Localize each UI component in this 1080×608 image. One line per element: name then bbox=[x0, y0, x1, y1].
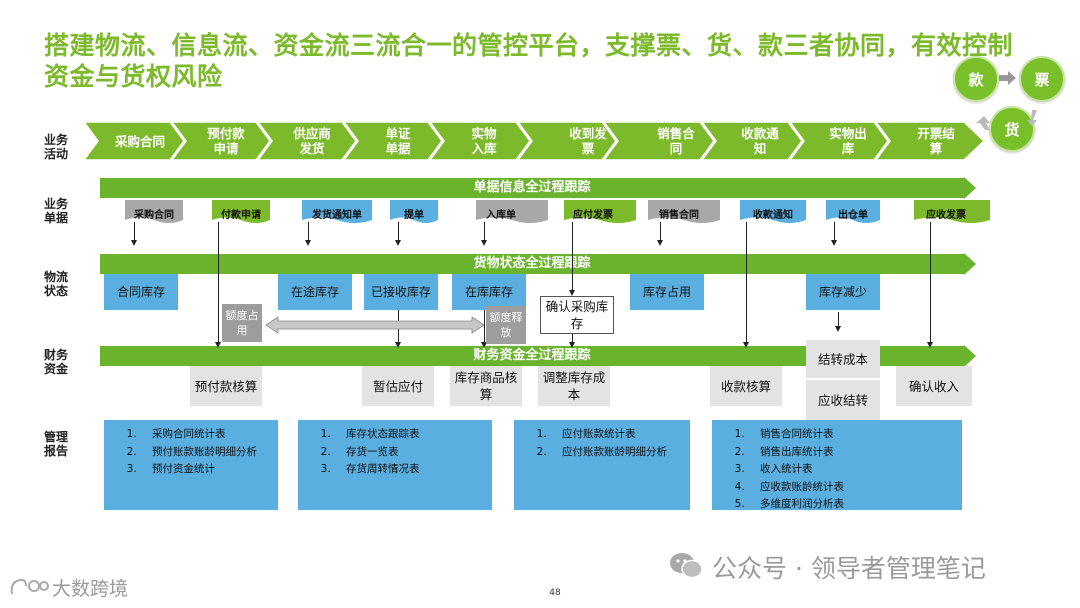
double-arrow-icon bbox=[266, 316, 484, 334]
docs-tracking-label: 单据信息全过程跟踪 bbox=[473, 180, 591, 195]
payment-circle: 款 bbox=[953, 56, 999, 102]
chevron-5 bbox=[429, 122, 531, 160]
report-item: 销售出库统计表 bbox=[748, 444, 958, 462]
chevron-6 bbox=[517, 122, 617, 160]
finance-inventory-accounting: 库存商品核算 bbox=[450, 366, 522, 406]
chevron-label-4: 单证单据 bbox=[385, 126, 411, 156]
chevron-1 bbox=[84, 122, 185, 160]
document-warehouse-receipt: 入库单 bbox=[476, 200, 548, 226]
finance-adjust-inventory-cost: 调整库存成本 bbox=[538, 366, 610, 406]
quota-occupy-box: 额度占用 bbox=[222, 304, 262, 342]
watermark-wechat-account: 公众号 · 领导者管理笔记 bbox=[712, 554, 986, 583]
watermark-brand: 大数跨境 bbox=[52, 578, 129, 600]
finance-prepayment-accounting: 预付款核算 bbox=[190, 366, 262, 406]
report-item: 预付资金统计 bbox=[140, 461, 274, 479]
wechat-icon bbox=[670, 553, 703, 579]
document-payment-request: 付款申请 bbox=[212, 200, 270, 226]
docs-tracking-band: 单据信息全过程跟踪 bbox=[100, 178, 964, 198]
row-label-docs: 业务单据 bbox=[44, 197, 69, 225]
row-label-finance: 财务资金 bbox=[44, 348, 69, 376]
activity-chevron-row bbox=[84, 122, 986, 160]
document-shipping-notice: 发货通知单 bbox=[302, 200, 372, 226]
chevron-10 bbox=[875, 122, 986, 160]
report-item: 应收款账龄统计表 bbox=[748, 479, 958, 497]
report-item: 存货周转情况表 bbox=[334, 461, 488, 479]
ticket-circle: 票 bbox=[1019, 56, 1065, 102]
document-bill-of-lading: 提单 bbox=[390, 200, 438, 226]
chevron-2 bbox=[171, 122, 271, 160]
page-number: 48 bbox=[549, 588, 561, 598]
logistics-in-warehouse-stock: 在库库存 bbox=[452, 274, 526, 310]
finance-estimated-payable: 暂估应付 bbox=[362, 366, 434, 406]
logistics-in-transit-stock: 在途库存 bbox=[278, 274, 352, 310]
report-box-purchase: 采购合同统计表 预付账款账龄明细分析 预付资金统计 bbox=[104, 420, 278, 510]
report-item: 收入统计表 bbox=[748, 461, 958, 479]
chevron-label-3: 供应商发货 bbox=[293, 126, 331, 156]
confirm-purchase-stock-box: 确认采购库存 bbox=[540, 296, 614, 334]
chevron-label-5: 实物入库 bbox=[471, 126, 497, 156]
report-box-payable: 应付账款统计表 应付账款账龄明细分析 bbox=[514, 420, 690, 510]
document-sales-contract: 销售合同 bbox=[648, 200, 720, 226]
chevron-label-2: 预付款申请 bbox=[207, 126, 245, 156]
report-item: 采购合同统计表 bbox=[140, 426, 274, 444]
row-label-activity: 业务活动 bbox=[44, 133, 69, 161]
report-box-sales: 销售合同统计表 销售出库统计表 收入统计表 应收款账龄统计表 多维度利润分析表 bbox=[712, 420, 962, 510]
row-label-logistics: 物流状态 bbox=[44, 270, 69, 298]
page-title: 搭建物流、信息流、资金流三流合一的管控平台，支撑票、货、款三者协同，有效控制资金… bbox=[44, 31, 1014, 91]
chevron-9 bbox=[789, 122, 889, 160]
logistics-received-stock: 已接收库存 bbox=[364, 274, 438, 310]
cycle-arrows-icon bbox=[976, 71, 1037, 130]
report-item: 销售合同统计表 bbox=[748, 426, 958, 444]
report-item: 存货一览表 bbox=[334, 444, 488, 462]
chevron-label-9: 实物出库 bbox=[829, 126, 867, 156]
logistics-stock-decrease: 库存减少 bbox=[806, 274, 880, 310]
chevron-label-6: 收到发票 bbox=[569, 126, 607, 156]
chevron-3 bbox=[257, 122, 357, 160]
document-purchase-contract: 采购合同 bbox=[125, 200, 183, 226]
chevron-7 bbox=[603, 122, 715, 160]
chevron-label-1: 采购合同 bbox=[114, 133, 165, 149]
brand-logo-icon bbox=[10, 578, 49, 595]
quota-release-box: 额度释放 bbox=[486, 306, 526, 344]
document-outbound-order: 出仓单 bbox=[826, 200, 880, 226]
docs-band-arrowhead bbox=[964, 177, 976, 199]
report-item: 预付账款账龄明细分析 bbox=[140, 444, 274, 462]
report-item: 库存状态跟踪表 bbox=[334, 426, 488, 444]
finance-band-arrowhead bbox=[964, 345, 976, 367]
finance-receipt-accounting: 收款核算 bbox=[710, 366, 782, 406]
logistics-tracking-band: 货物状态全过程跟踪 bbox=[100, 254, 964, 274]
chevron-8 bbox=[701, 122, 803, 160]
finance-tracking-band: 财务资金全过程跟踪 bbox=[100, 346, 964, 366]
logistics-contract-stock: 合同库存 bbox=[104, 274, 178, 310]
document-receipt-notice: 收款通知 bbox=[740, 200, 806, 226]
logistics-tracking-label: 货物状态全过程跟踪 bbox=[473, 256, 591, 271]
finance-confirm-revenue: 确认收入 bbox=[896, 366, 972, 406]
chevron-label-8: 收款通知 bbox=[741, 126, 779, 156]
report-item: 应付账款账龄明细分析 bbox=[550, 444, 686, 462]
row-label-reports: 管理报告 bbox=[44, 430, 69, 458]
finance-carry-forward-cost: 结转成本 bbox=[806, 340, 880, 379]
finance-receivable-carry-forward: 应收结转 bbox=[806, 380, 880, 420]
chevron-label-7: 销售合同 bbox=[657, 126, 695, 156]
finance-tracking-label: 财务资金全过程跟踪 bbox=[473, 348, 591, 363]
logistics-stock-occupied: 库存占用 bbox=[630, 274, 704, 310]
chevron-4 bbox=[343, 122, 443, 160]
logistics-band-arrowhead bbox=[964, 253, 976, 275]
document-receivable-invoice: 应收发票 bbox=[914, 200, 990, 226]
chevron-label-10: 开票结算 bbox=[917, 126, 955, 156]
report-item: 多维度利润分析表 bbox=[748, 496, 958, 514]
report-item: 应付账款统计表 bbox=[550, 426, 686, 444]
goods-circle: 货 bbox=[989, 106, 1035, 152]
document-payable-invoice: 应付发票 bbox=[564, 200, 636, 226]
report-box-inventory: 库存状态跟踪表 存货一览表 存货周转情况表 bbox=[298, 420, 492, 510]
